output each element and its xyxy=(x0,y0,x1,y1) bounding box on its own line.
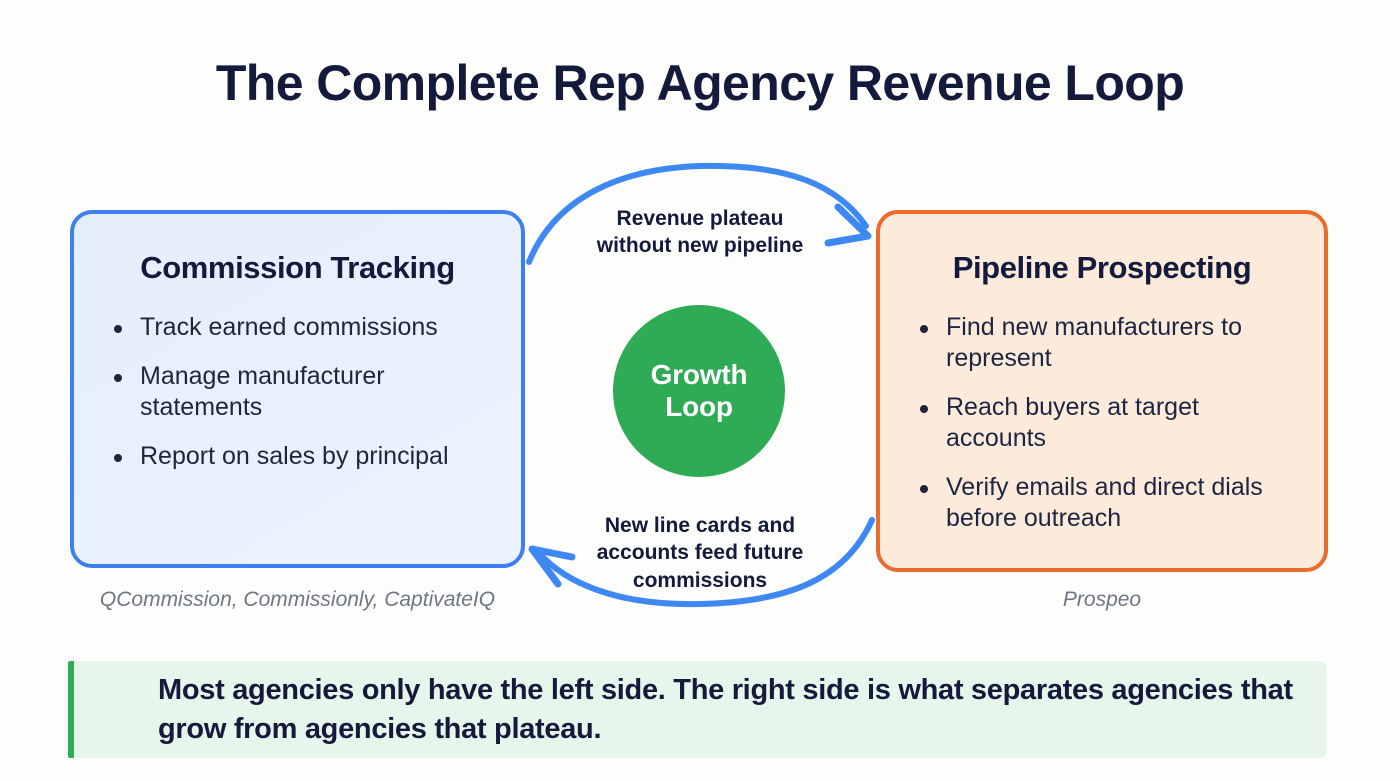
loop-label-top-line2: without new pipeline xyxy=(596,234,804,258)
callout-banner: Most agencies only have the left side. T… xyxy=(68,661,1327,758)
list-item: Track earned commissions xyxy=(114,312,495,343)
growth-loop-label-line1: Growth xyxy=(650,358,748,390)
bullet-icon xyxy=(920,324,928,333)
loop-label-top: Revenue plateau without new pipeline xyxy=(545,205,855,260)
bullet-icon xyxy=(920,484,928,493)
callout-text: Most agencies only have the left side. T… xyxy=(158,674,1293,745)
list-item-label: Report on sales by principal xyxy=(140,442,449,470)
loop-label-bottom: New line cards and accounts feed future … xyxy=(545,512,855,594)
list-item-label: Find new manufacturers to represent xyxy=(946,313,1242,372)
growth-loop-badge: Growth Loop xyxy=(613,305,785,477)
bullet-icon xyxy=(114,453,122,462)
vendor-caption-right: Prospeo xyxy=(1062,588,1142,611)
loop-label-bottom-line1: New line cards and xyxy=(604,514,796,537)
card-list-pipeline-prospecting: Find new manufacturers to represent Reac… xyxy=(880,312,1324,534)
list-item: Manage manufacturer statements xyxy=(114,361,495,423)
card-commission-tracking[interactable]: Commission Tracking Track earned commiss… xyxy=(70,210,525,568)
loop-label-bottom-line3: commissions xyxy=(632,568,768,592)
card-pipeline-prospecting[interactable]: Pipeline Prospecting Find new manufactur… xyxy=(876,210,1328,572)
growth-loop-label-line2: Loop xyxy=(665,391,733,422)
bullet-icon xyxy=(920,404,928,413)
list-item: Report on sales by principal xyxy=(114,441,495,472)
card-title-commission-tracking: Commission Tracking xyxy=(140,250,455,285)
list-item-label: Manage manufacturer statements xyxy=(140,362,385,421)
card-title-pipeline-prospecting: Pipeline Prospecting xyxy=(952,250,1252,285)
page-title: The Complete Rep Agency Revenue Loop xyxy=(215,55,1185,111)
bullet-icon xyxy=(114,324,122,333)
loop-label-bottom-line2: accounts feed future xyxy=(596,541,804,565)
list-item: Reach buyers at target accounts xyxy=(920,392,1298,454)
vendor-caption-left: QCommission, Commissionly, CaptivateIQ xyxy=(99,588,496,611)
list-item-label: Reach buyers at target accounts xyxy=(946,393,1199,452)
list-item: Find new manufacturers to represent xyxy=(920,312,1298,374)
callout-accent-bar xyxy=(68,661,74,758)
card-list-commission-tracking: Track earned commissions Manage manufact… xyxy=(74,312,521,472)
loop-label-top-line1: Revenue plateau xyxy=(616,207,784,230)
list-item-label: Verify emails and direct dials before ou… xyxy=(946,473,1263,532)
bullet-icon xyxy=(114,373,122,382)
list-item: Verify emails and direct dials before ou… xyxy=(920,472,1298,534)
list-item-label: Track earned commissions xyxy=(140,313,438,341)
